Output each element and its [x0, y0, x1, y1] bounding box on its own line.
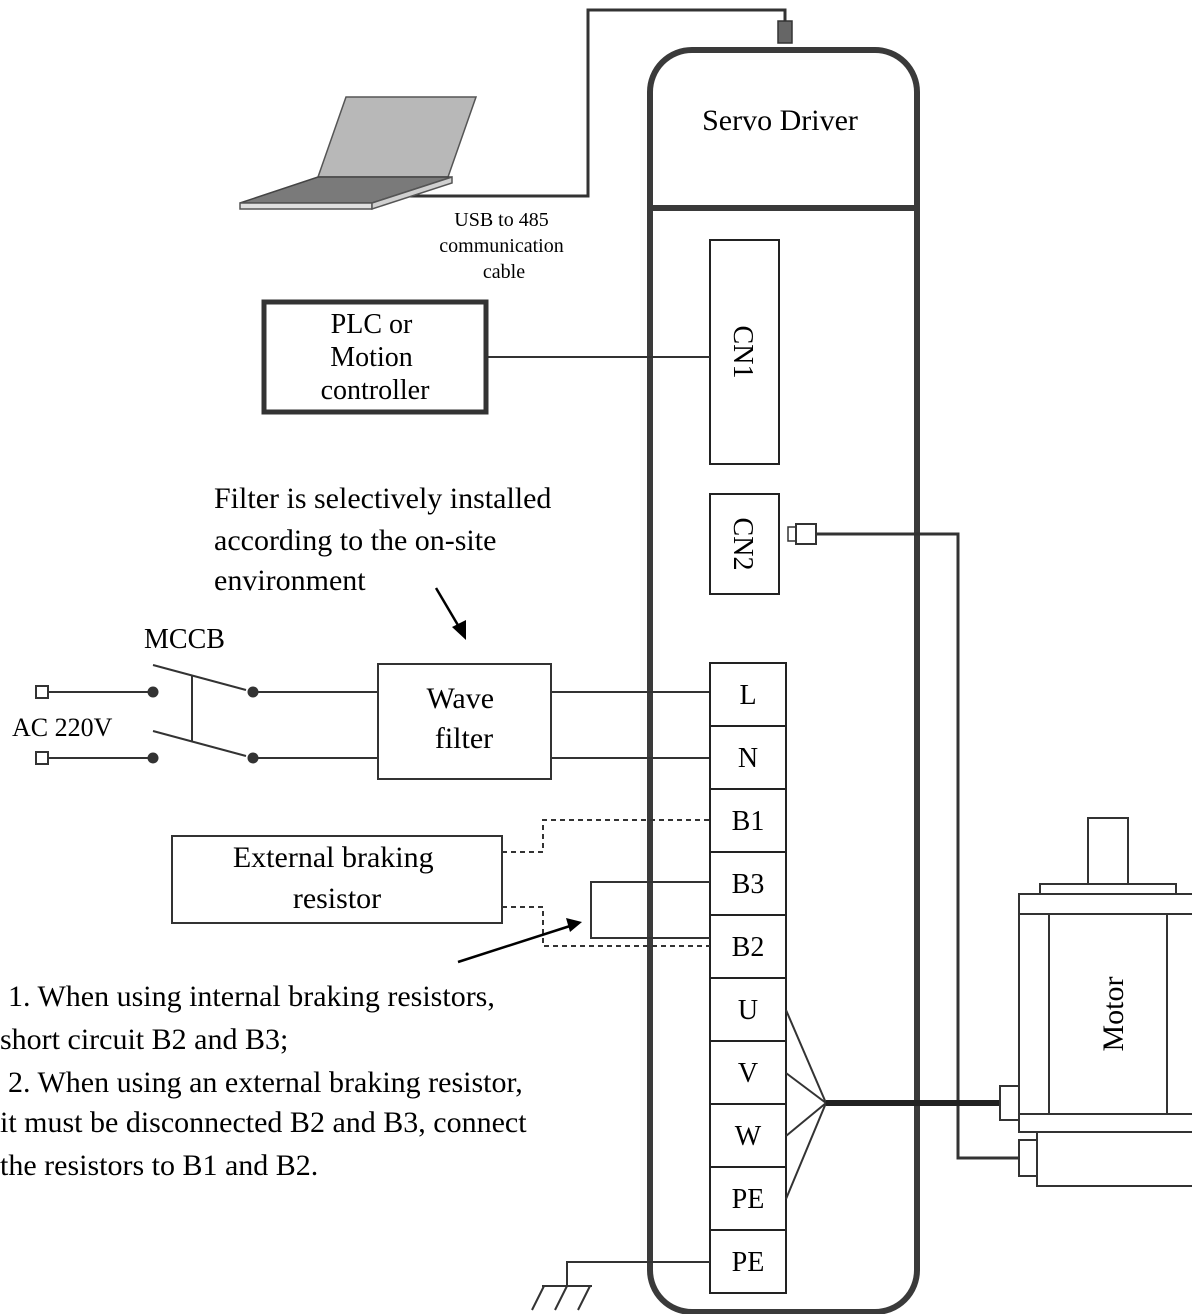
terminal-u: [709, 977, 787, 1042]
brake-note-arrow-icon: [457, 918, 582, 964]
mccb-label: MCCB: [144, 624, 225, 655]
plc-label-line: PLC or: [331, 309, 413, 340]
usb-cable-label-line: communication: [439, 235, 563, 257]
plc-label-line: controller: [321, 375, 431, 406]
brake-note-line: 2. When using an external braking resist…: [8, 1066, 523, 1099]
filter-note-line: Filter is selectively installed: [214, 482, 551, 515]
resistor-to-b1-dashed-wire: [502, 819, 710, 853]
braking-resistor-notes: 1. When using internal braking resistors…: [0, 980, 534, 1182]
terminal-label-pe-ground: PE: [732, 1247, 765, 1278]
terminal-label-v: V: [738, 1058, 758, 1089]
terminal-block: L N B1 B3 B2 U V W PE PE: [709, 662, 787, 1294]
cn2-connector-box: [709, 493, 780, 595]
encoder-plug-icon: [787, 523, 817, 545]
filter-note-line: according to the on-site: [214, 524, 496, 557]
filter-note-line: environment: [214, 564, 366, 597]
brake-note-line: 1. When using internal braking resistors…: [8, 980, 495, 1013]
usb-cable-label: USB to 485 communication cable: [439, 209, 568, 283]
braking-resistor-label-line: External braking: [233, 841, 434, 874]
terminal-label-n: N: [738, 743, 758, 774]
terminal-label-b3: B3: [732, 869, 765, 900]
resistor-to-b2-dashed-wire: [502, 906, 710, 947]
servo-driver-title: Servo Driver: [702, 104, 858, 137]
wave-filter-label-line: Wave: [426, 682, 494, 715]
motor-power-fan-wires: [785, 1009, 827, 1200]
b2-b3-short-link: [590, 881, 710, 939]
external-braking-resistor-box: [171, 835, 503, 924]
terminal-n: [709, 725, 787, 790]
braking-resistor-label-line: resistor: [293, 882, 381, 915]
brake-note-line: it must be disconnected B2 and B3, conne…: [0, 1106, 527, 1139]
usb-cable-label-line: cable: [483, 261, 525, 283]
terminal-b3: [709, 851, 787, 916]
motor-label: Motor: [1097, 976, 1130, 1051]
terminal-b2: [709, 914, 787, 979]
plc-label-line: Motion: [330, 342, 412, 373]
terminal-label-u: U: [738, 995, 758, 1026]
wave-filter-label-line: filter: [435, 722, 493, 755]
wave-filter-label: Wave filter: [426, 682, 501, 755]
ac-220v-label: AC 220V: [12, 713, 113, 742]
usb-cable-label-line: USB to 485: [454, 209, 548, 231]
terminal-label-b2: B2: [732, 932, 765, 963]
terminal-label-b1: B1: [732, 806, 765, 837]
terminal-w: [709, 1103, 787, 1168]
cn2-label: CN2: [727, 518, 758, 571]
laptop-icon: [239, 96, 478, 211]
external-braking-resistor-label: External braking resistor: [233, 841, 441, 915]
ground-icon: [531, 1261, 710, 1311]
terminal-label-l: L: [739, 680, 756, 711]
terminal-label-w: W: [735, 1121, 762, 1152]
filter-note-arrow-icon: [434, 587, 466, 640]
mccb-breaker-icon: [147, 664, 259, 764]
terminal-label-pe: PE: [732, 1184, 765, 1215]
cn1-label: CN1: [727, 326, 758, 379]
filter-note: Filter is selectively installed accordin…: [214, 482, 559, 597]
usb-485-cable: [400, 8, 787, 198]
servo-driver-body: [647, 47, 920, 1314]
motor-icon: [999, 817, 1192, 1187]
plc-controller-label: PLC or Motion controller: [321, 309, 431, 406]
encoder-cable: [816, 532, 1019, 1160]
brake-note-line: short circuit B2 and B3;: [0, 1023, 288, 1056]
wave-filter-box: [377, 663, 552, 780]
brake-note-line: the resistors to B1 and B2.: [0, 1149, 318, 1182]
usb-port-connector: [777, 20, 793, 44]
ac-terminal-n: [35, 751, 49, 765]
ac-terminal-l: [35, 685, 49, 699]
cn1-connector-box: [709, 239, 780, 465]
